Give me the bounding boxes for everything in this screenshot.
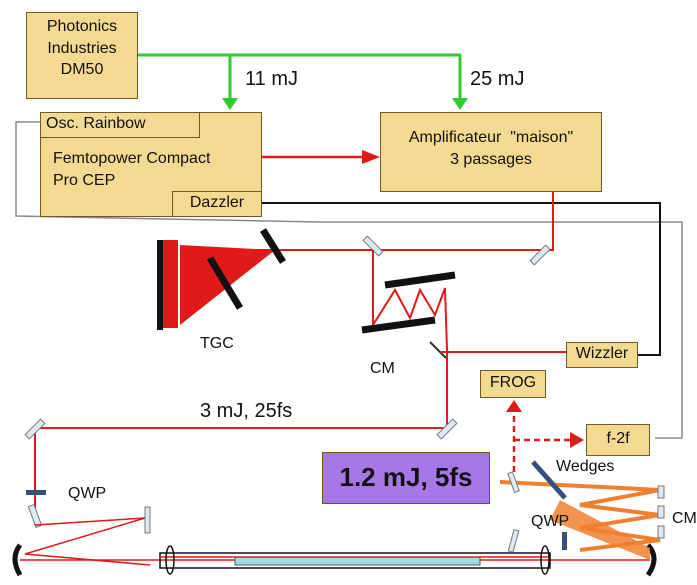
pump-energy-label-2: 25 mJ xyxy=(470,68,525,90)
frog-box: FROG xyxy=(480,370,546,398)
seed-arrow xyxy=(362,150,380,164)
pump-arrow-2 xyxy=(452,98,468,110)
gray-signal-cable xyxy=(15,121,683,439)
qwp-left-label: QWP xyxy=(68,485,107,502)
cm-beam xyxy=(372,250,448,425)
fiber-end-right xyxy=(540,545,550,575)
qwp-left-plate xyxy=(26,490,46,495)
mirror-lower-right xyxy=(436,418,458,440)
output-box: 1.2 mJ, 5fs xyxy=(322,452,490,504)
pump-arrow-1 xyxy=(222,98,238,110)
tgc-label: TGC xyxy=(200,335,234,352)
wedges-label: Wedges xyxy=(556,458,615,475)
tgc-mirror-2 xyxy=(260,228,286,264)
beam-energy-label: 3 mJ, 25fs xyxy=(200,400,293,422)
tgc-mirror-1 xyxy=(206,256,244,310)
qwp-right-plate xyxy=(562,532,567,550)
fiber-core xyxy=(234,556,481,566)
mirror-qwp-left xyxy=(27,503,43,529)
femtopower-label: Femtopower Compact Pro CEP xyxy=(53,150,211,189)
cm-mirror-2 xyxy=(657,505,665,519)
f2f-box: f-2f xyxy=(586,424,650,456)
mirror-fiber-out xyxy=(507,528,520,553)
black-signal-cable xyxy=(262,202,661,356)
concave-mirror-left xyxy=(12,543,23,577)
cm-label-right: CM xyxy=(672,510,697,527)
osc-rainbow-box: Osc. Rainbow xyxy=(40,112,200,138)
mirror-output xyxy=(507,471,520,494)
fiber-tube xyxy=(159,552,551,569)
fiber-end-left xyxy=(165,545,175,575)
mirror-lower-left xyxy=(24,418,46,440)
pickoff-mirror xyxy=(429,341,447,359)
window-left xyxy=(144,506,151,534)
cm-label-top: CM xyxy=(370,360,395,377)
wizzler-box: Wizzler xyxy=(566,342,638,368)
f2f-arrow xyxy=(570,432,584,448)
pump-beam xyxy=(137,53,462,100)
fiber-input-beam xyxy=(24,517,151,566)
pump-laser-box: Photonics Industries DM50 xyxy=(26,12,138,99)
mirror-top-right xyxy=(529,244,551,266)
tgc-grating xyxy=(162,240,178,328)
qwp-right-label: QWP xyxy=(531,513,570,530)
cm-mirror-1 xyxy=(657,485,665,499)
dazzler-box: Dazzler xyxy=(172,191,262,217)
wedges xyxy=(531,460,567,500)
pump-energy-label-1: 11 mJ xyxy=(245,68,298,90)
cm-mirror-3 xyxy=(657,525,665,539)
chirped-mirror-top xyxy=(384,271,456,289)
mirror-top-mid xyxy=(362,235,384,257)
chirped-mirror-bottom xyxy=(361,316,436,334)
frog-arrow xyxy=(506,400,522,412)
amplified-beam xyxy=(230,192,554,251)
concave-mirror-right xyxy=(645,543,657,577)
amplifier-box: Amplificateur "maison" 3 passages xyxy=(380,112,602,192)
